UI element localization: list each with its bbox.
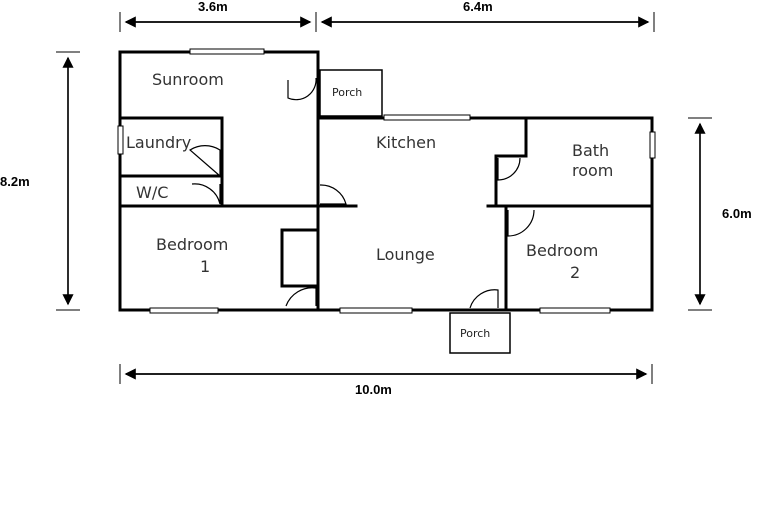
dim-left-height: 8.2m [0, 174, 30, 189]
room-bedroom1-line2: 1 [200, 257, 210, 276]
dim-top-right: 6.4m [463, 0, 493, 14]
windows [117, 48, 656, 314]
dim-top-left: 3.6m [198, 0, 228, 14]
dimension-lines [56, 12, 712, 384]
porch-bottom-box [449, 312, 511, 354]
walls [118, 50, 654, 312]
doors [188, 77, 535, 309]
room-porch-top: Porch [332, 86, 362, 99]
room-bath-line2: room [572, 161, 613, 180]
room-wc: W/C [136, 183, 168, 202]
room-bedroom2-line2: 2 [570, 263, 580, 282]
room-porch-bottom: Porch [460, 327, 490, 340]
room-laundry: Laundry [126, 133, 191, 152]
dim-right-height: 6.0m [722, 206, 752, 221]
room-sunroom: Sunroom [152, 70, 224, 89]
room-lounge: Lounge [376, 245, 435, 264]
room-bath-line1: Bath [572, 141, 609, 160]
dim-bottom-width: 10.0m [355, 382, 392, 397]
room-kitchen: Kitchen [376, 133, 436, 152]
room-bedroom2-line1: Bedroom [526, 241, 598, 260]
room-bedroom1-line1: Bedroom [156, 235, 228, 254]
porch-top-box [319, 69, 383, 117]
